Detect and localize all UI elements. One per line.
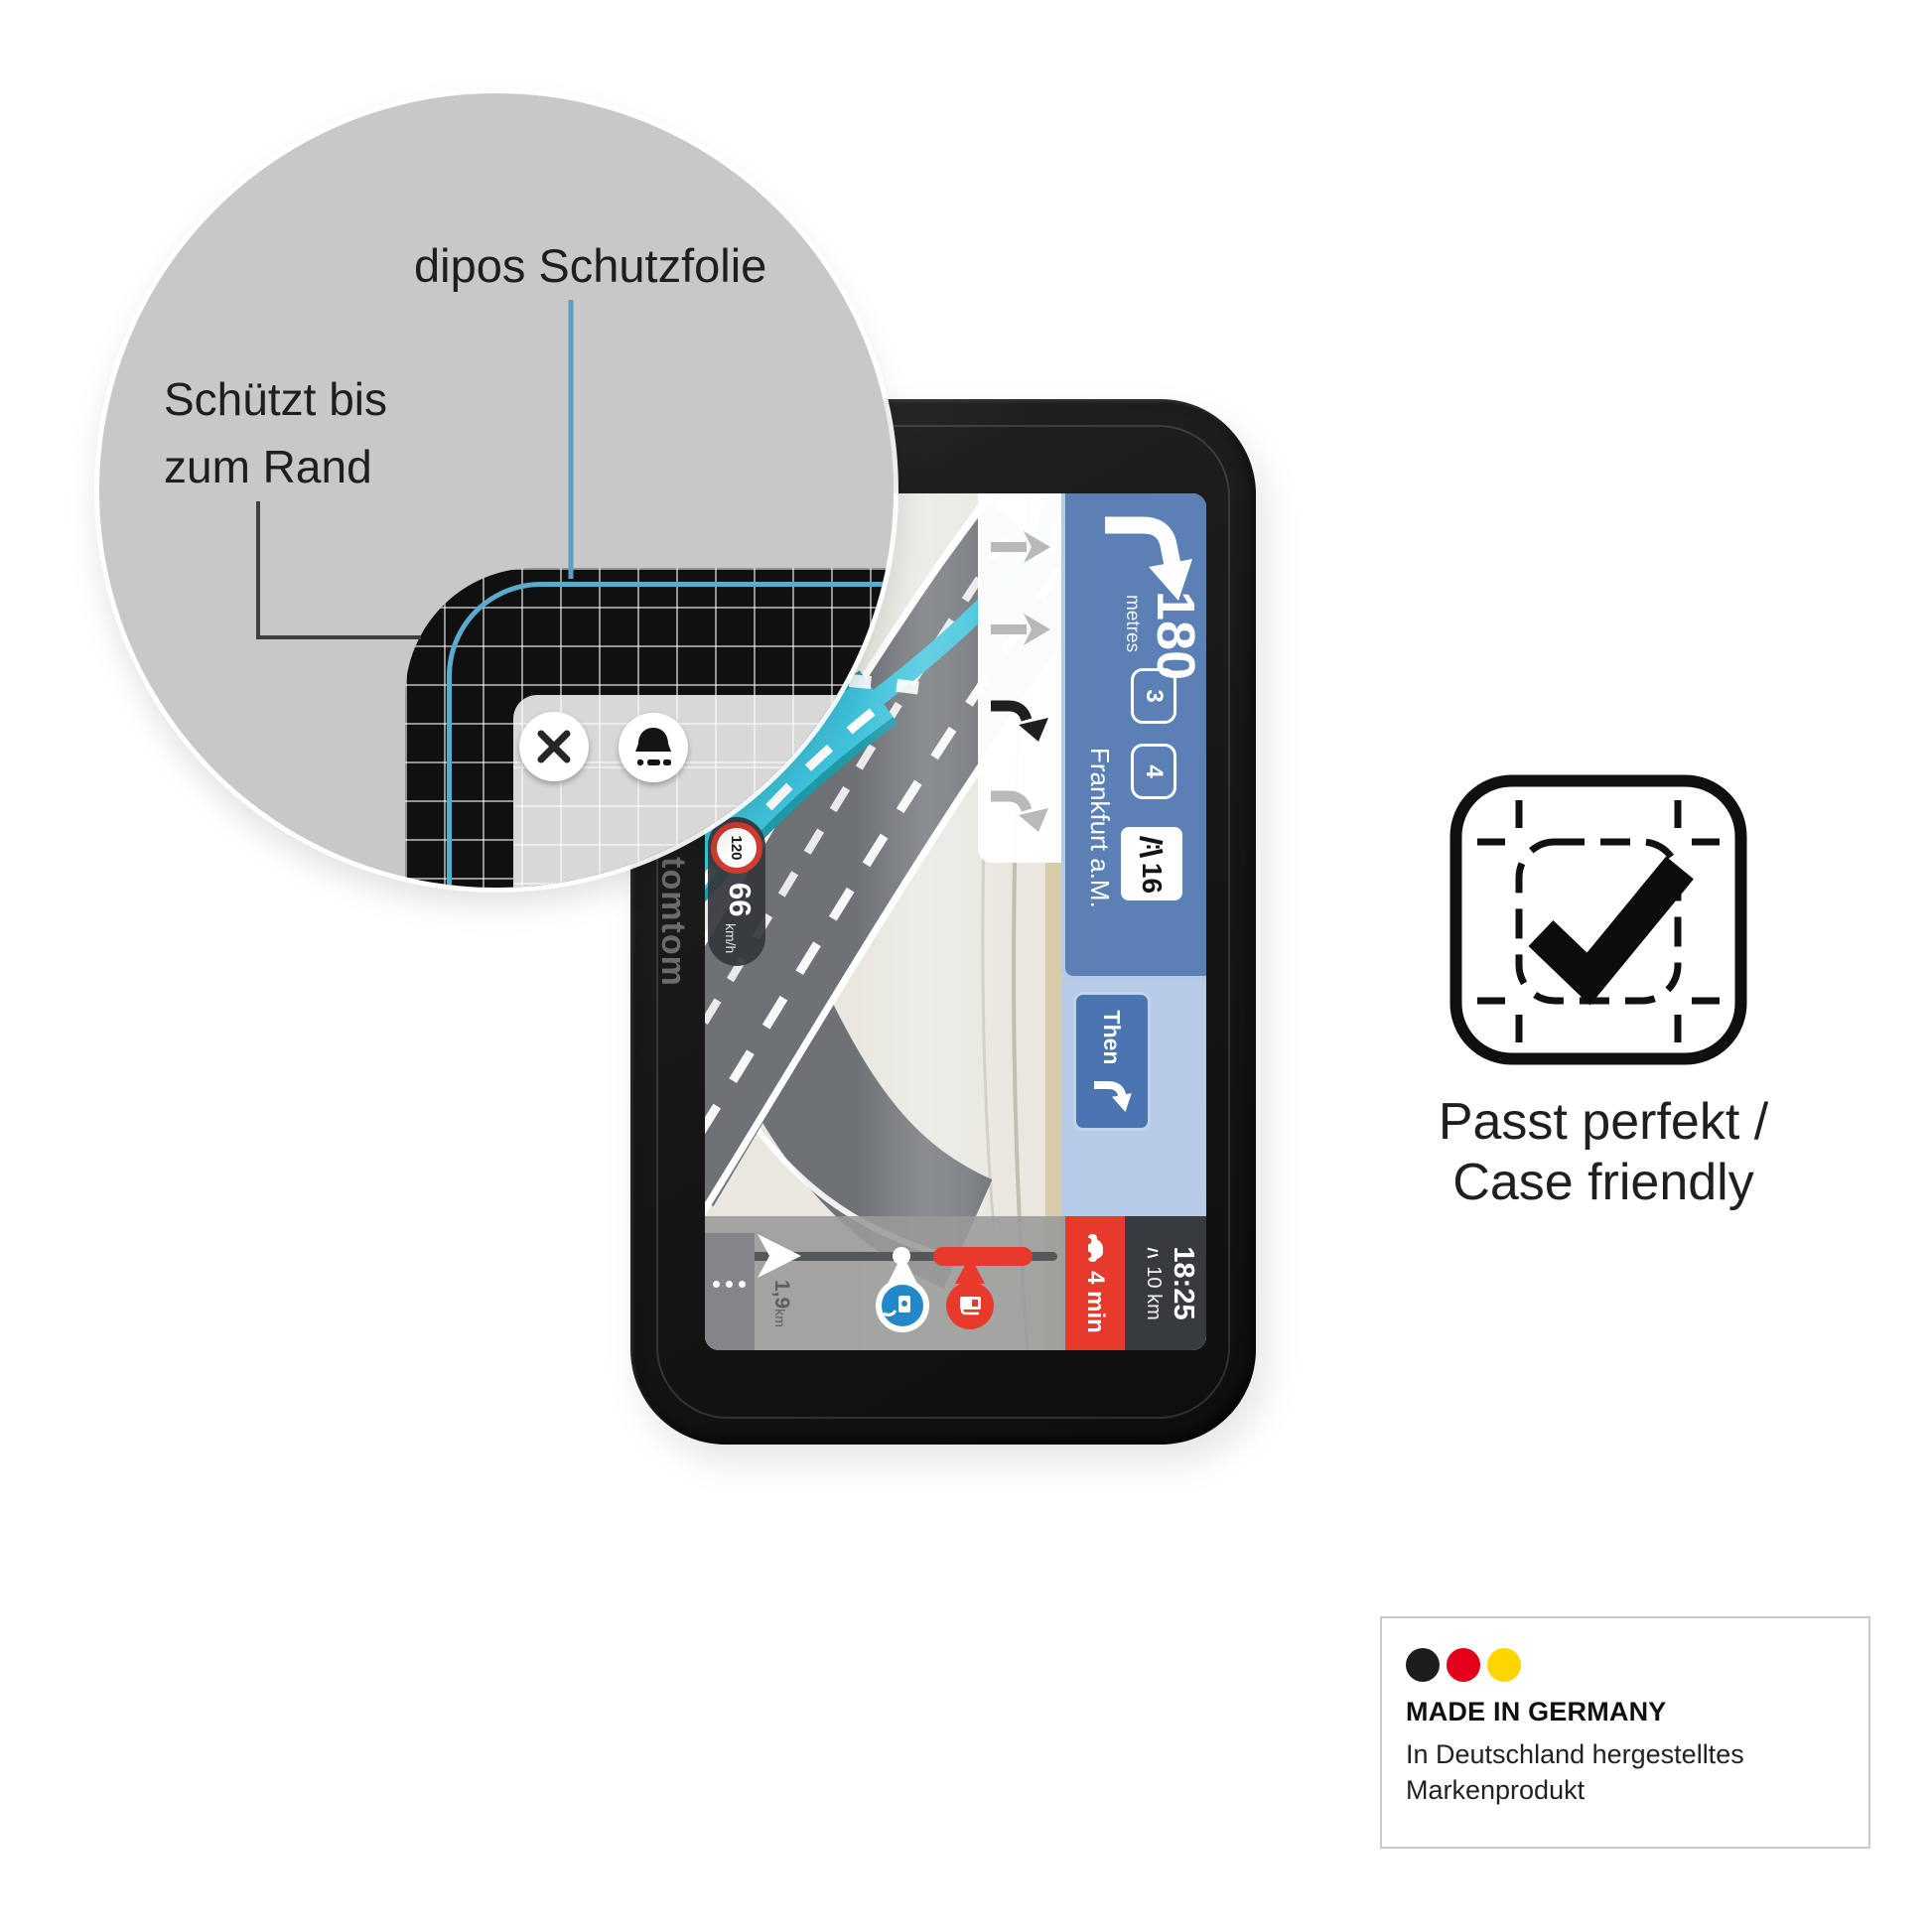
bell-icon <box>635 728 671 766</box>
motorway-exit-badge: 16 <box>1121 827 1182 900</box>
then-turn-arrow-icon <box>1094 1081 1132 1113</box>
checkmark-icon <box>1528 856 1694 1006</box>
current-speed: 66 <box>723 883 758 917</box>
distance-remaining: 10 km <box>1143 1266 1165 1320</box>
speed-camera-marker <box>876 1254 929 1332</box>
speed-unit: km/h <box>723 923 739 954</box>
exit-number: 16 <box>1137 862 1168 895</box>
crop-mark-ticks <box>1477 800 1720 1042</box>
magnifier-circle <box>99 93 894 888</box>
current-position-arrow-icon <box>758 1234 801 1278</box>
next-marker-distance: 1,9km <box>770 1280 793 1327</box>
protector-film-edge-line <box>447 582 894 888</box>
made-in-germany-subtitle: In Deutschland hergestelltes Markenprodu… <box>1406 1739 1744 1805</box>
instruction-distance: 180 <box>1146 591 1205 681</box>
then-instruction-badge: Then <box>1073 992 1151 1131</box>
lane-arrow-straight-icon <box>991 530 1050 563</box>
german-flag-dots <box>1406 1648 1868 1682</box>
lane-guidance-panel <box>978 493 1061 863</box>
delay-time: 4 min <box>1082 1271 1109 1333</box>
instruction-distance-unit: metres <box>1122 595 1143 653</box>
road-number-shield: 3 <box>1131 668 1176 724</box>
fit-claim-text: Passt perfekt / Case friendly <box>1438 1093 1769 1211</box>
edge-protection-label: Schützt bis zum Rand <box>164 373 387 492</box>
report-camera-button <box>619 713 688 782</box>
then-label: Then <box>1099 1010 1126 1065</box>
lane-arrow-straight-icon <box>991 613 1050 645</box>
menu-dot <box>713 1281 721 1288</box>
close-icon <box>537 730 571 763</box>
next-instruction-panel: 180 metres 3 4 16 Frankfurt a.M <box>1061 493 1206 980</box>
made-in-germany-badge: MADE IN GERMANY In Deutschland hergestel… <box>1380 1616 1870 1849</box>
traffic-delay-panel: 4 min <box>1065 1216 1125 1350</box>
case-friendly-icon <box>1449 774 1747 1065</box>
route-bar: 18:25 10 km <box>705 1216 1206 1350</box>
flag-dot-red <box>1447 1648 1480 1682</box>
film-callout-label: dipos Schutzfolie <box>414 239 767 292</box>
flag-dot-black <box>1406 1648 1440 1682</box>
arrival-time: 18:25 <box>1168 1246 1199 1320</box>
route-bar-menu <box>705 1233 755 1350</box>
menu-dot <box>739 1281 747 1288</box>
made-in-germany-title: MADE IN GERMANY <box>1406 1697 1667 1726</box>
lane-arrow-bear-right-icon <box>991 790 1048 832</box>
fuel-stop-marker <box>946 1256 994 1329</box>
motorway-exit-icon <box>1139 835 1164 858</box>
destination-name: Frankfurt a.M. <box>1085 748 1115 908</box>
road-number-shield: 4 <box>1131 744 1176 799</box>
turn-right-arrow-icon <box>1105 516 1192 601</box>
car-icon <box>1085 1234 1103 1263</box>
lane-arrow-bear-right-active-icon <box>991 700 1048 742</box>
menu-dot <box>726 1281 734 1288</box>
flag-dot-gold <box>1487 1648 1521 1682</box>
screen-protector-glass-outline <box>656 425 1230 1419</box>
arrival-info-panel: 18:25 10 km <box>1125 1216 1206 1350</box>
route-bar-road-icon <box>1147 1247 1160 1259</box>
close-button <box>519 712 589 781</box>
